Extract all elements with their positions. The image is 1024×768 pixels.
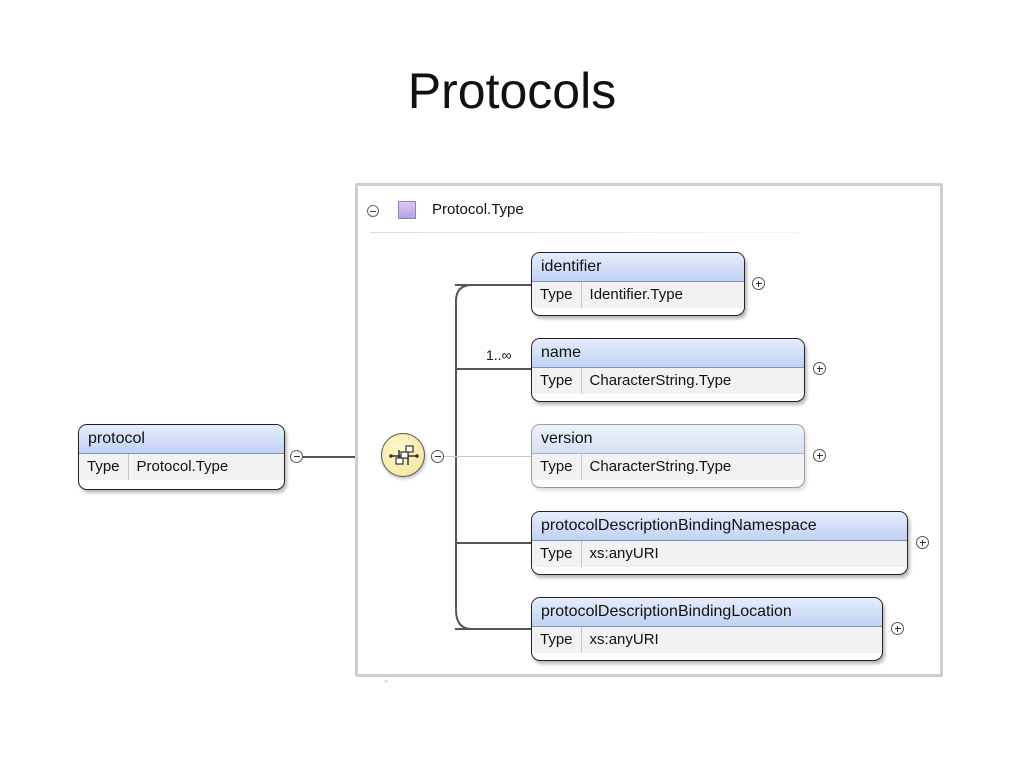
element-identifier[interactable]: identifier Type Identifier.Type — [531, 252, 745, 316]
element-name: protocol — [79, 425, 284, 454]
divider — [370, 232, 800, 233]
type-key: Type — [532, 282, 582, 308]
complex-type-icon — [398, 201, 416, 219]
tree-trunk-line — [455, 298, 457, 610]
element-protocol-description-binding-location[interactable]: protocolDescriptionBindingLocation Type … — [531, 597, 883, 661]
type-value: Identifier.Type — [589, 286, 683, 303]
type-value: Protocol.Type — [136, 458, 229, 475]
connector-line — [303, 456, 383, 458]
collapse-icon[interactable] — [290, 450, 303, 463]
element-name-field[interactable]: name Type CharacterString.Type — [531, 338, 805, 402]
type-key: Type — [532, 368, 582, 394]
type-key: Type — [532, 454, 582, 480]
element-type-row: Type Protocol.Type — [79, 454, 284, 480]
collapse-icon[interactable] — [431, 450, 444, 463]
expand-icon[interactable] — [916, 536, 929, 549]
sequence-compositor-icon[interactable] — [381, 433, 425, 477]
type-key: Type — [532, 627, 582, 653]
branch-line — [455, 542, 531, 544]
branch-line — [455, 368, 531, 370]
expand-icon[interactable] — [891, 622, 904, 635]
element-name: identifier — [532, 253, 744, 282]
element-type-row: Type xs:anyURI — [532, 627, 882, 653]
element-protocol[interactable]: protocol Type Protocol.Type — [78, 424, 285, 490]
type-key: Type — [79, 454, 129, 480]
element-name: protocolDescriptionBindingLocation — [532, 598, 882, 627]
multiplicity-label: 1..∞ — [486, 347, 512, 363]
expand-icon[interactable] — [813, 362, 826, 375]
element-version[interactable]: version Type CharacterString.Type — [531, 424, 805, 488]
branch-line — [455, 628, 531, 630]
expand-icon[interactable] — [813, 449, 826, 462]
tree-corner-bottom — [455, 610, 473, 630]
element-name: version — [532, 425, 804, 454]
branch-line — [455, 284, 531, 286]
type-value: CharacterString.Type — [589, 372, 732, 389]
container-type-label: Protocol.Type — [432, 201, 524, 218]
collapse-icon[interactable] — [367, 205, 379, 217]
element-protocol-description-binding-namespace[interactable]: protocolDescriptionBindingNamespace Type… — [531, 511, 908, 575]
page-title: Protocols — [407, 63, 617, 119]
container-header: Protocol.Type — [358, 186, 940, 236]
element-name: protocolDescriptionBindingNamespace — [532, 512, 907, 541]
type-key: Type — [532, 541, 582, 567]
type-value: xs:anyURI — [589, 631, 659, 648]
type-value: xs:anyURI — [589, 545, 659, 562]
element-name: name — [532, 339, 804, 368]
expand-icon[interactable] — [752, 277, 765, 290]
type-value: CharacterString.Type — [589, 458, 732, 475]
branch-line-optional — [444, 456, 531, 457]
element-type-row: Type CharacterString.Type — [532, 454, 804, 480]
element-type-row: Type CharacterString.Type — [532, 368, 804, 394]
tree-corner-top — [455, 284, 473, 302]
element-type-row: Type Identifier.Type — [532, 282, 744, 308]
resize-handle-icon[interactable]: ^ — [384, 678, 389, 688]
element-type-row: Type xs:anyURI — [532, 541, 907, 567]
